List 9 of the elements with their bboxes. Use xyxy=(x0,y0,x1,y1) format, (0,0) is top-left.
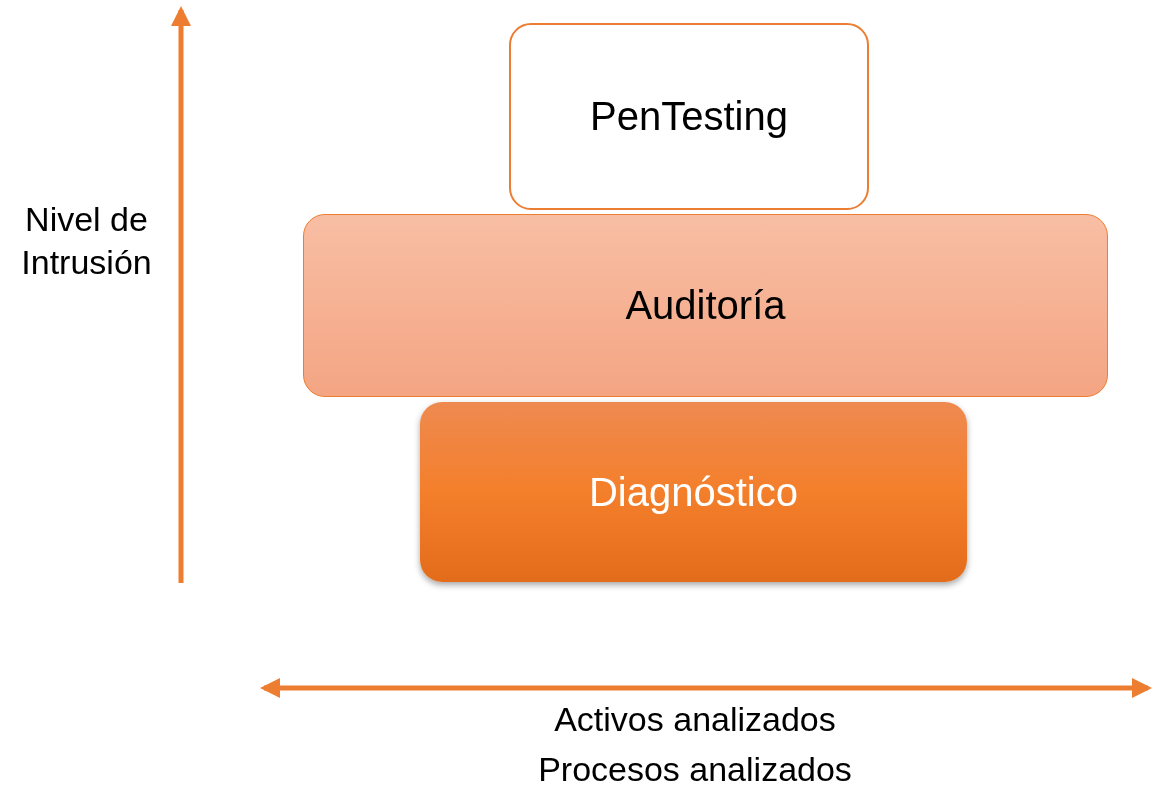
axis-label: Nivel de Intrusión xyxy=(20,199,153,283)
level-label: Auditoría xyxy=(625,283,786,328)
level-box xyxy=(303,214,1108,397)
axis-label: Procesos analizados xyxy=(537,749,853,790)
level-label: PenTesting xyxy=(590,94,788,139)
axis-label: Activos analizados xyxy=(553,699,837,740)
level-box xyxy=(509,23,869,210)
level-label: Diagnóstico xyxy=(589,469,798,515)
level-box xyxy=(420,402,967,582)
